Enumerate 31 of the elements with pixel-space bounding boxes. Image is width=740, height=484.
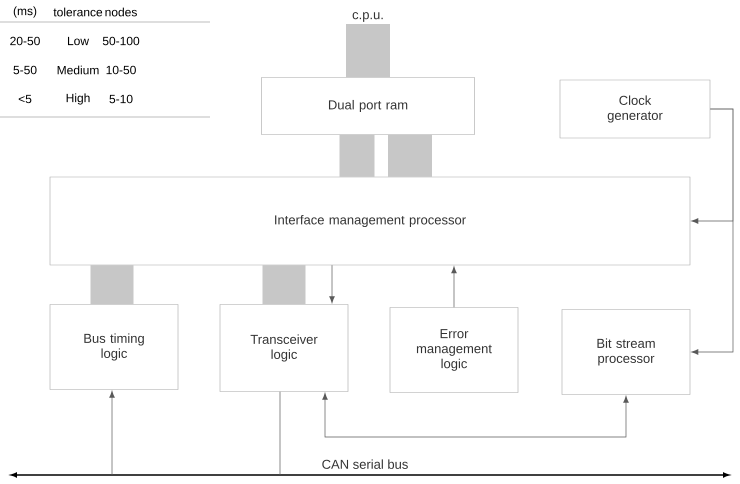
serial-bus: CAN serial bus — [10, 459, 730, 478]
table-cell: 50-100 — [102, 36, 140, 46]
table-cell: 10-50 — [106, 66, 136, 74]
table-cell: tolerance — [54, 8, 102, 16]
block-box: Interface management processor — [50, 176, 690, 266]
block-box: Bus timing logic — [50, 304, 178, 390]
bus-bar — [90, 265, 134, 304]
node-label: CAN serial bus — [322, 459, 408, 469]
block-box: Bit stream processor — [562, 309, 690, 395]
table-cell: 20-50 — [10, 36, 40, 46]
bus-label: c.p.u. — [352, 12, 383, 22]
bus-bar — [346, 24, 390, 78]
bus-bar — [262, 265, 306, 304]
arrow — [451, 266, 457, 308]
table-cell: 5-10 — [109, 94, 133, 104]
table-cell: (ms) — [14, 6, 36, 18]
arrow — [109, 390, 115, 476]
block-box: Error management logic — [390, 307, 518, 393]
table-cell: Medium — [58, 66, 99, 74]
block-box: Clock generator — [560, 80, 710, 138]
table-cell: <5 — [18, 94, 32, 104]
table-cell: nodes — [105, 8, 137, 16]
table-cell: High — [66, 93, 90, 105]
arrow — [322, 392, 629, 438]
arrow — [329, 264, 335, 304]
table-cell: 5-50 — [13, 66, 37, 74]
block-box: Dual port ram — [261, 77, 475, 135]
table-cell: Low — [68, 36, 90, 46]
bus-bar — [340, 134, 374, 177]
arrow — [691, 108, 734, 355]
block-box: Transceiver logic — [220, 304, 348, 392]
